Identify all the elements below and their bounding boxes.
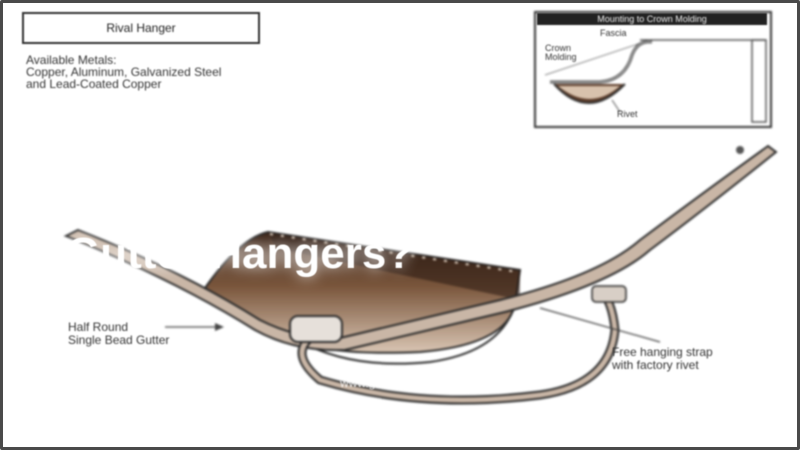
strap-label: Free hanging strap with factory rivet (612, 346, 713, 372)
inset-label-molding: Crown Molding (545, 43, 577, 62)
inset-label-rivet: Rivet (617, 109, 638, 119)
strap-leader-line (539, 307, 661, 343)
overlay-headline: How Do You Install Gutter Hangers? (66, 182, 746, 278)
metals-line-1: Copper, Aluminum, Galvanized Steel (26, 65, 222, 79)
hanger-strap (63, 144, 778, 405)
metals-heading: Available Metals: (26, 53, 117, 67)
gutter-leader-arrow (215, 323, 224, 331)
watermark-url: www.gut... (340, 376, 396, 390)
overlay-headline-line-2: Gutter Hangers? (66, 229, 414, 278)
metals-line-2: and Lead-Coated Copper (26, 77, 162, 91)
strap-label-line-1: Free hanging strap (612, 345, 713, 359)
inset-title: Mounting to Crown Molding (537, 13, 767, 25)
gutter-label-line-1: Half Round (68, 320, 129, 334)
gutter-label-line-2: Single Bead Gutter (68, 333, 170, 347)
hanger-title-box: Rival Hanger (22, 12, 260, 44)
gutter-label: Half Round Single Bead Gutter (68, 321, 169, 347)
strap-label-line-2: with factory rivet (612, 358, 699, 372)
available-metals: Available Metals: Copper, Aluminum, Galv… (26, 54, 221, 90)
overlay-headline-line-1: How Do You Install (66, 181, 461, 230)
inset-label-fascia: Fascia (600, 28, 627, 38)
inset-diagram (534, 11, 772, 128)
